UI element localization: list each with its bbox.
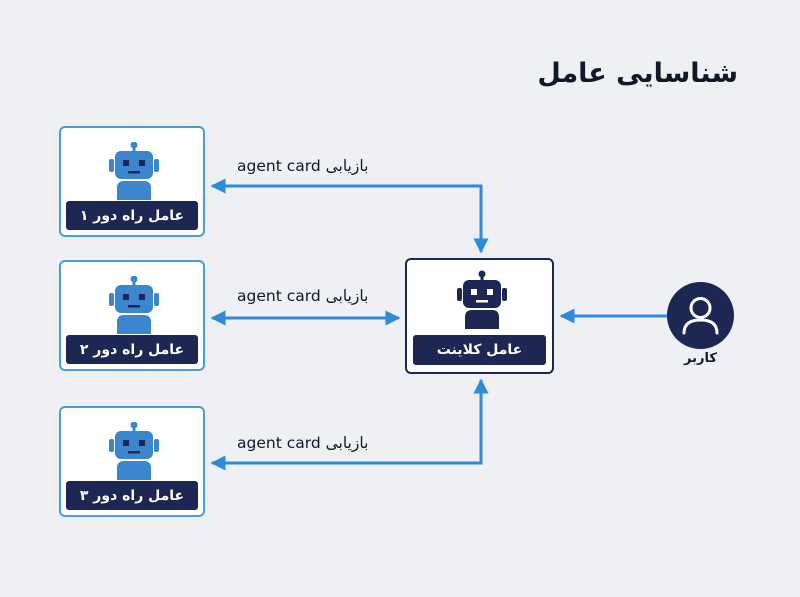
user-label: کاربر xyxy=(684,351,717,366)
remote-agent-3[interactable]: عامل راه دور ۳ xyxy=(59,406,205,517)
robot-icon xyxy=(457,270,507,329)
edge-label-2: agent card بازیابی xyxy=(237,287,369,305)
edge-label-1: agent card بازیابی xyxy=(237,157,369,175)
remote-agent-label: عامل راه دور ۳ xyxy=(66,481,198,510)
robot-icon xyxy=(109,276,159,334)
user-node[interactable] xyxy=(667,282,734,349)
remote-agent-2[interactable]: عامل راه دور ۲ xyxy=(59,260,205,371)
connector-remote-3 xyxy=(210,378,489,471)
robot-icon xyxy=(109,142,159,200)
client-agent[interactable]: عامل کلاینت xyxy=(405,258,554,374)
remote-agent-label: عامل راه دور ۲ xyxy=(66,335,198,364)
edge-label-3: agent card بازیابی xyxy=(237,434,369,452)
robot-icon xyxy=(109,422,159,480)
user-icon xyxy=(682,297,719,335)
client-agent-label: عامل کلاینت xyxy=(413,335,546,365)
page-title: شناسایی عامل xyxy=(537,58,738,89)
remote-agent-label: عامل راه دور ۱ xyxy=(66,201,198,230)
connector-remote-1 xyxy=(210,178,489,254)
remote-agent-1[interactable]: عامل راه دور ۱ xyxy=(59,126,205,237)
